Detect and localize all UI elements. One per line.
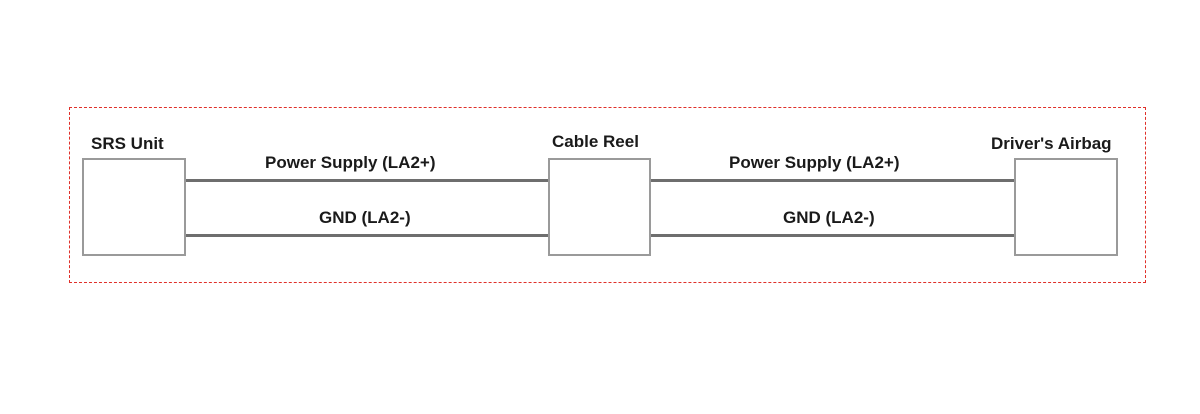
cable-reel-box xyxy=(548,158,651,256)
left-power-label: Power Supply (LA2+) xyxy=(265,153,436,172)
wire-left-power xyxy=(185,179,549,182)
drivers-airbag-box xyxy=(1014,158,1118,256)
srs-unit-box xyxy=(82,158,186,256)
drivers-airbag-label: Driver's Airbag xyxy=(991,134,1112,153)
right-gnd-label: GND (LA2-) xyxy=(783,208,875,227)
right-power-label: Power Supply (LA2+) xyxy=(729,153,900,172)
cable-reel-label: Cable Reel xyxy=(552,132,639,151)
wire-left-gnd xyxy=(185,234,549,237)
left-gnd-label: GND (LA2-) xyxy=(319,208,411,227)
srs-unit-label: SRS Unit xyxy=(91,134,164,153)
wire-right-gnd xyxy=(650,234,1016,237)
system-boundary xyxy=(69,107,1146,283)
wire-right-power xyxy=(650,179,1016,182)
